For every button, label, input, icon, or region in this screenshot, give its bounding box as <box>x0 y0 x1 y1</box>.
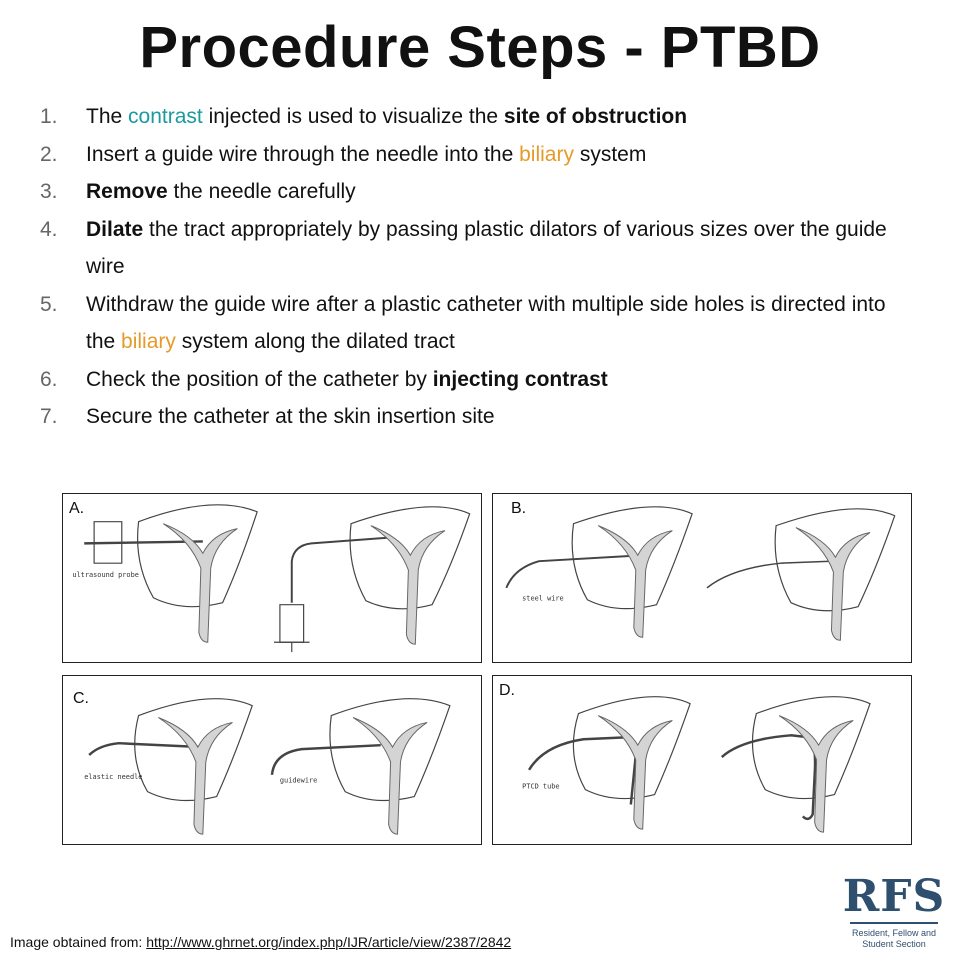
source-link[interactable]: http://www.ghrnet.org/index.php/IJR/arti… <box>146 934 512 950</box>
step-text: the tract appropriately by passing plast… <box>86 217 887 279</box>
panel-b-caption: steel wire <box>522 595 564 603</box>
panel-d-drawing: PTCD tube <box>522 696 871 833</box>
step-text: Check the position of the catheter by <box>86 367 433 391</box>
step-text: system along the dilated tract <box>175 330 455 353</box>
step-item: 1. The contrast injected is used to visua… <box>40 98 920 136</box>
step-text: biliary <box>121 330 176 353</box>
panel-d-label: D. <box>499 682 515 699</box>
step-text: the needle carefully <box>167 180 356 203</box>
illustration-panel-a: ultrasound probe A. <box>62 493 482 663</box>
step-text: injecting contrast <box>432 367 608 391</box>
panel-c-label: C. <box>73 690 89 707</box>
step-item: 4. Dilate the tract appropriately by pass… <box>40 211 920 286</box>
panel-b-drawing: steel wire <box>505 506 896 641</box>
step-text: system <box>573 142 647 166</box>
step-number: 4. <box>40 217 58 241</box>
panel-c-caption: elastic needle <box>84 773 142 781</box>
step-text: Dilate <box>86 217 144 241</box>
slide-title: Procedure Steps - PTBD <box>139 15 821 80</box>
step-text: site of obstruction <box>503 105 688 128</box>
illustration-panel-b: steel wire B. <box>492 493 912 663</box>
step-number: 1. <box>40 105 58 128</box>
panel-a-label: A. <box>69 500 85 517</box>
step-item: 5. Withdraw the guide wire after a plasti… <box>40 286 920 361</box>
step-number: 6. <box>40 367 58 391</box>
panel-a-caption: ultrasound probe <box>72 571 139 579</box>
logo-divider <box>850 922 938 924</box>
step-text: contrast <box>128 105 203 128</box>
panel-c-caption-2: guidewire <box>280 777 317 785</box>
step-item: 2. Insert a guide wire through the needle… <box>40 136 920 174</box>
logo-line-2: Student Section <box>862 939 926 949</box>
illustration-panel-c: elastic needle guidewire C. <box>62 675 482 845</box>
step-text: biliary <box>519 142 574 166</box>
step-number: 2. <box>40 142 58 166</box>
logo-mark: RFS <box>842 871 946 922</box>
step-text: Insert a guide wire through the needle i… <box>86 142 520 166</box>
panel-a-drawing: ultrasound probe <box>72 504 471 653</box>
step-text: injected is used to visualize the <box>202 105 504 128</box>
step-text: Remove <box>86 180 168 203</box>
step-text: Withdraw the guide wire after a plastic … <box>86 292 886 354</box>
image-source-footer: Image obtained from: http://www.ghrnet.o… <box>10 934 511 950</box>
illustration-panel-d: PTCD tube D. <box>492 675 912 845</box>
step-text: Secure the catheter at the skin insertio… <box>86 405 495 428</box>
panel-b-label: B. <box>511 500 527 517</box>
step-number: 5. <box>40 292 58 316</box>
footer-prefix: Image obtained from: <box>10 934 147 950</box>
step-number: 7. <box>40 405 58 428</box>
steps-list: 1. The contrast injected is used to visua… <box>40 98 920 436</box>
step-text: The <box>86 105 129 128</box>
logo-line-1: Resident, Fellow and <box>851 928 937 938</box>
panel-d-caption: PTCD tube <box>522 783 559 791</box>
rfs-logo: RFS Resident, Fellow and Student Section <box>838 872 950 950</box>
panel-c-drawing: elastic needle guidewire <box>84 698 451 835</box>
step-item: 6.Check the position of the catheter by … <box>40 361 920 399</box>
step-item: 7. Secure the catheter at the skin insert… <box>40 398 920 436</box>
step-number: 3. <box>40 180 58 203</box>
step-item: 3. Remove the needle carefully <box>40 173 920 211</box>
